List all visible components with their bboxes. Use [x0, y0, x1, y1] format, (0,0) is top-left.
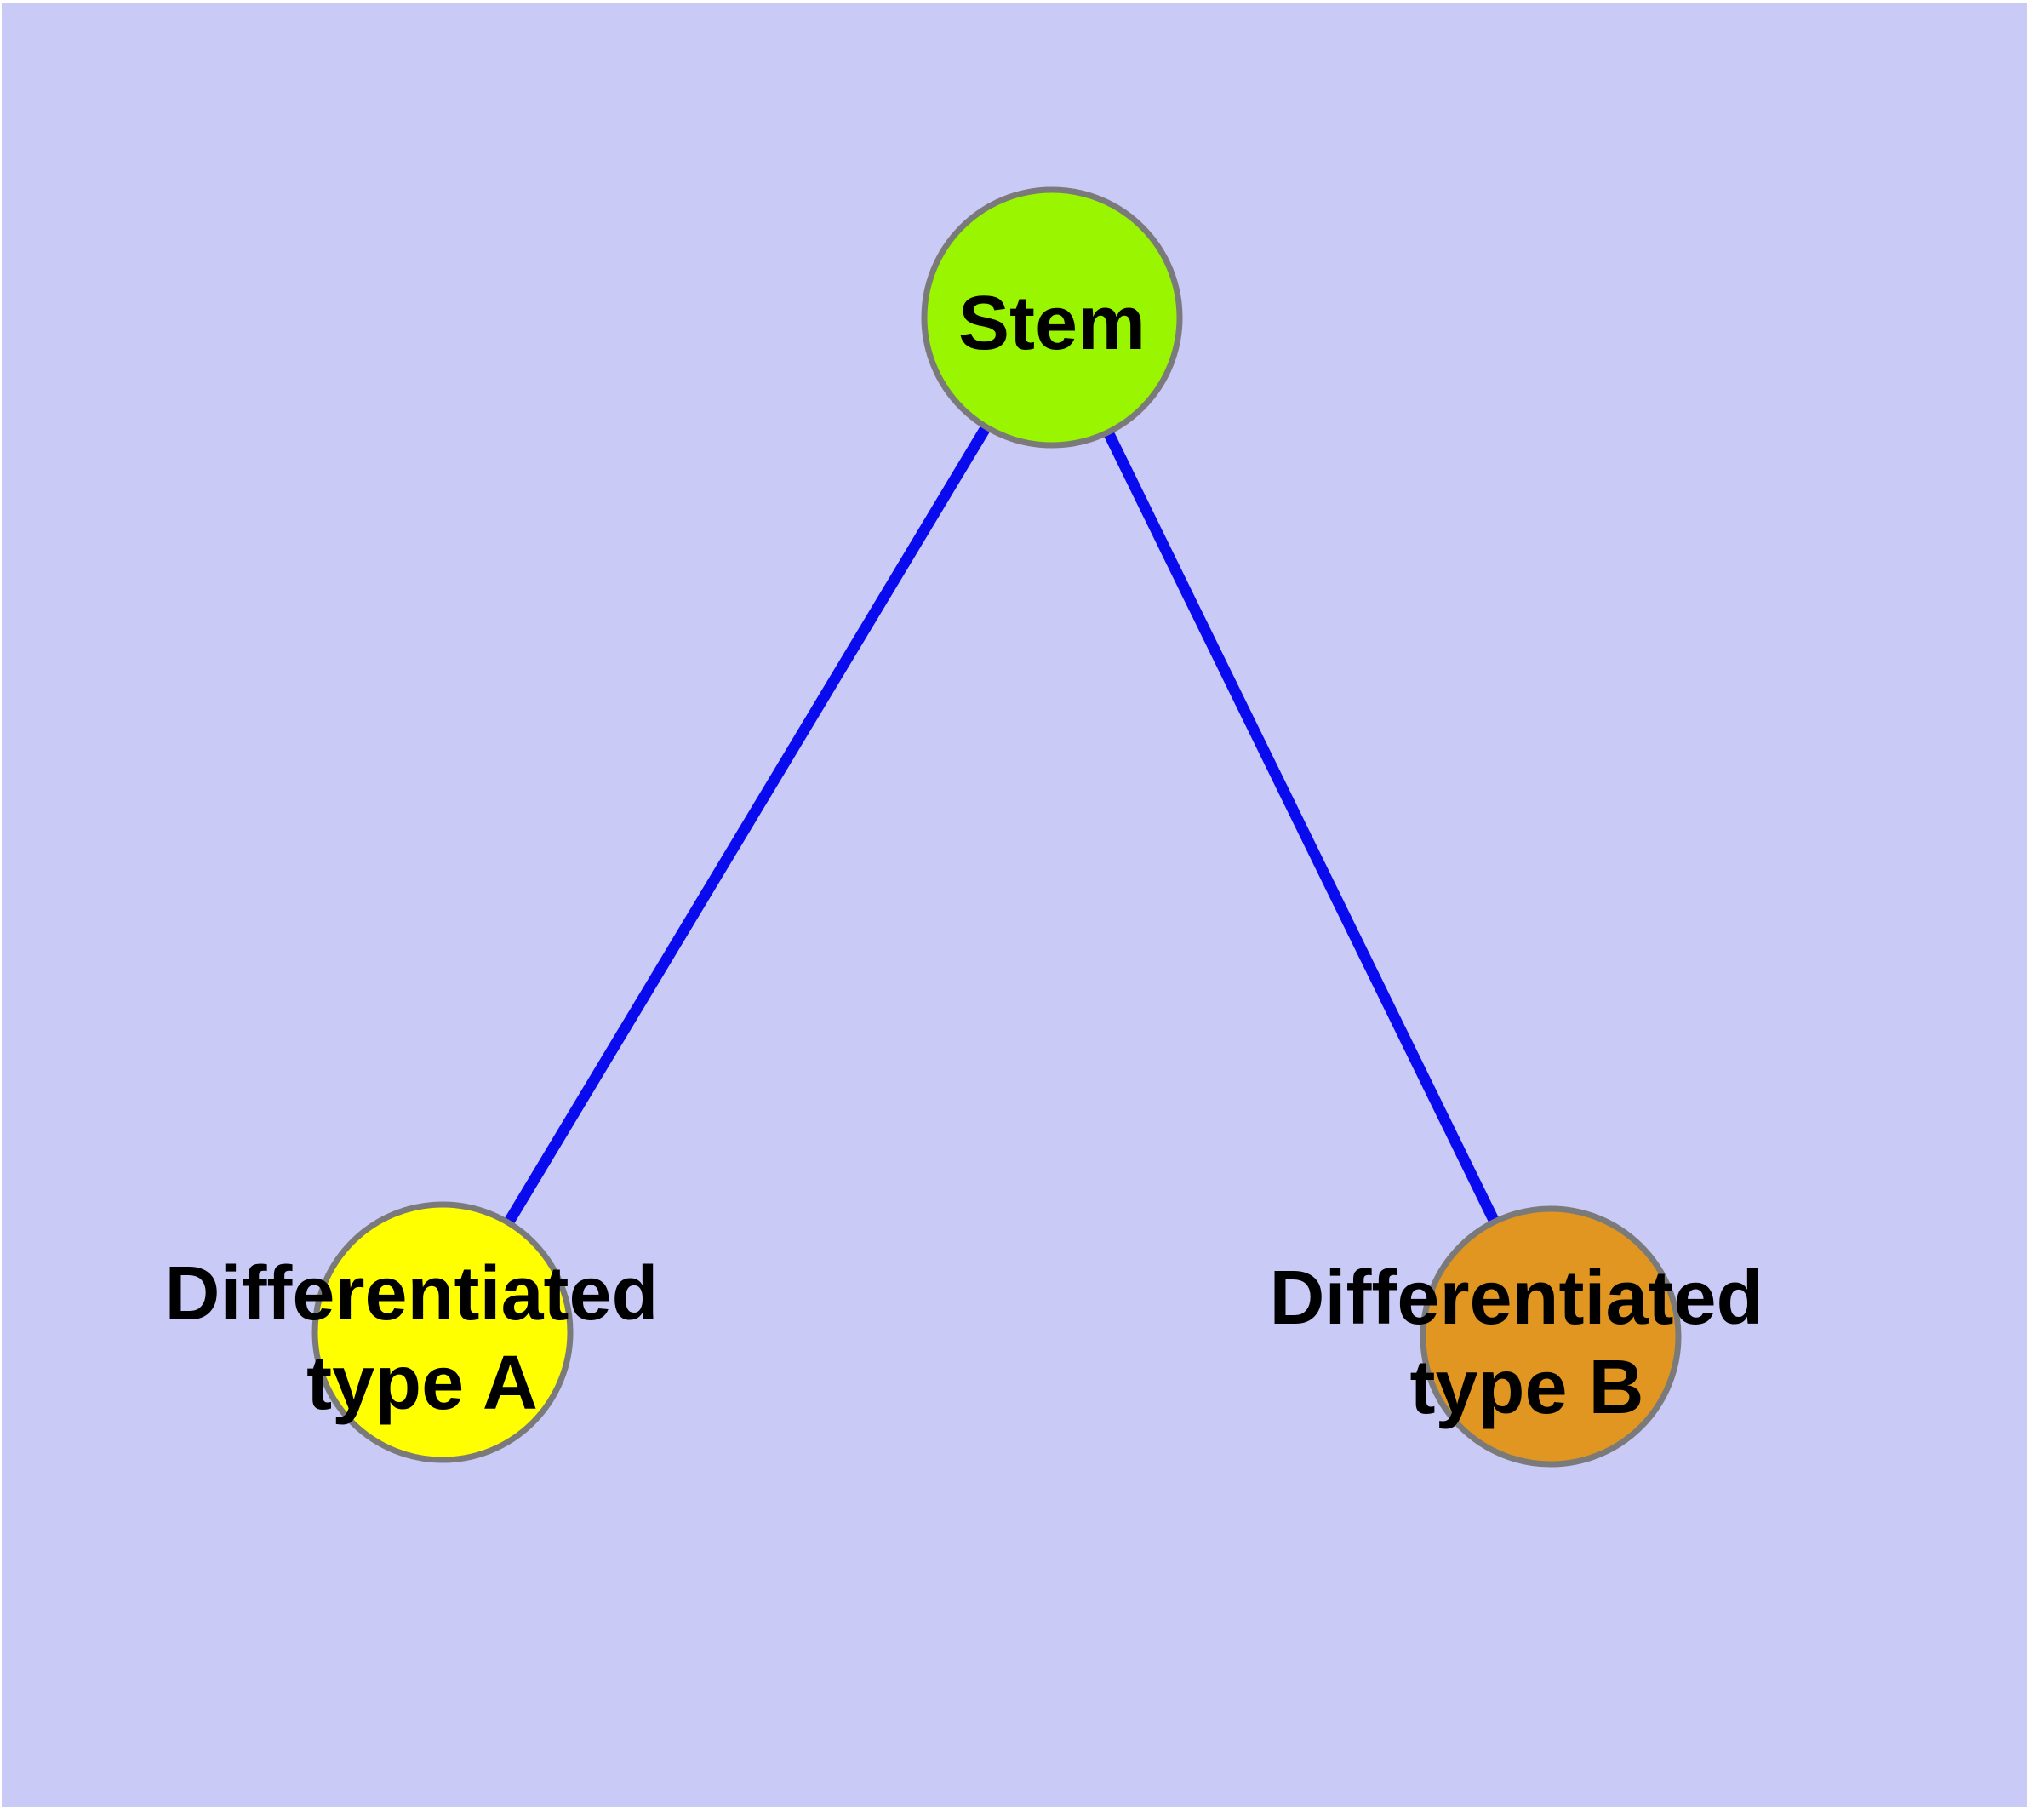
node-type-b-label-line1: Differentiated — [1269, 1256, 1763, 1341]
node-type-a-label-line2: type A — [306, 1341, 538, 1426]
node-type-b-label-line2: type B — [1409, 1345, 1643, 1430]
node-stem-label: Stem — [958, 281, 1146, 366]
node-type-a-circle — [311, 1201, 574, 1463]
node-stem-circle — [921, 186, 1183, 449]
node-type-b-label: Differentiated type B — [1269, 1256, 1784, 1430]
node-type-a-label-line1: Differentiated — [164, 1251, 658, 1336]
edge-stem-to-type-b — [1047, 315, 1556, 1339]
node-stem-label-line: Stem — [958, 281, 1146, 366]
node-type-a-label: Differentiated type A — [164, 1251, 679, 1426]
edge-stem-to-type-a — [437, 314, 1057, 1336]
node-type-b-circle — [1420, 1205, 1682, 1468]
